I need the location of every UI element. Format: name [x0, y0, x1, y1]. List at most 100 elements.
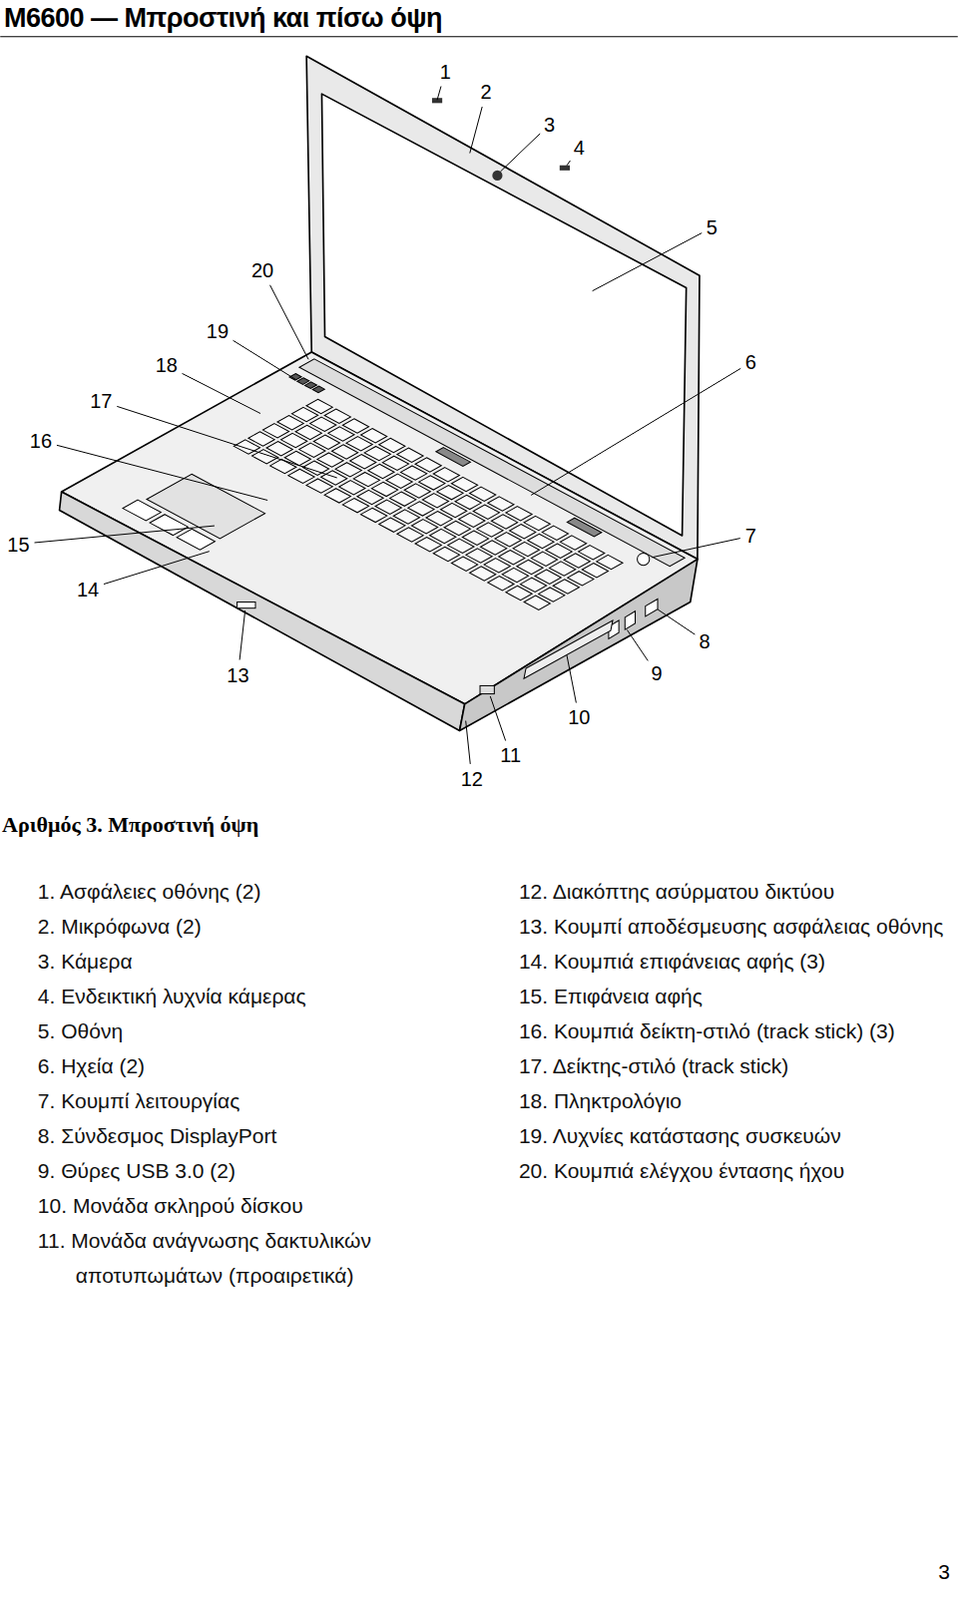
callout-number: 5 [705, 216, 719, 239]
leader-line [103, 551, 210, 585]
legend-list-item: 15. Επιφάνεια αφής [518, 978, 949, 1014]
callout-number: 17 [88, 390, 113, 413]
legend-list-item: 5. Οθόνη [37, 1013, 468, 1049]
legend-list-item: 12. Διακόπτης ασύρματου δικτύου [518, 874, 949, 910]
base-side [460, 559, 698, 732]
status-light [297, 378, 310, 386]
legend-list-item: 17. Δείκτης-στιλό (track stick) [518, 1048, 949, 1084]
legend-list-item: 1. Ασφάλειες οθόνης (2) [37, 874, 468, 910]
key [505, 585, 532, 600]
leader-line [34, 525, 215, 543]
leader-line [466, 721, 472, 765]
legend-list-item: 19. Λυχνίες κατάστασης συσκευών [518, 1118, 949, 1154]
key [433, 546, 460, 561]
leader-line [499, 133, 540, 172]
callout-number: 3 [542, 113, 556, 136]
leader-line [270, 285, 310, 360]
latch [559, 165, 570, 171]
key [470, 566, 496, 581]
callout-number: 12 [460, 768, 484, 791]
page-title: M6600 — Μπροστινή και πίσω όψη [3, 2, 443, 34]
leader-line [181, 373, 260, 414]
key [451, 556, 478, 571]
legend-list-item: 8. Σύνδεσμος DisplayPort [37, 1118, 468, 1154]
key [342, 497, 369, 512]
touchpad-button [149, 514, 188, 536]
callout-number: 11 [498, 744, 522, 767]
leader-line [626, 629, 648, 661]
leader-line [239, 610, 246, 660]
leader-line [651, 538, 741, 558]
legend-list-item: 10. Μονάδα σκληρού δίσκου [37, 1188, 468, 1224]
legend-list-item: 13. Κουμπί αποδέσμευσης ασφάλειας οθόνης [518, 909, 949, 945]
list-column-left: 1. Ασφάλειες οθόνης (2)2. Μικρόφωνα (2)3… [37, 874, 468, 1294]
legend-list-item: 14. Κουμπιά επιφάνειας αφής (3) [518, 944, 949, 979]
power-button [637, 552, 650, 565]
callout-number: 10 [566, 706, 591, 729]
title-rule [0, 35, 958, 37]
key [361, 507, 388, 522]
figure-caption: Αριθμός 3. Μπροστινή όψη [1, 812, 259, 839]
page-number: 3 [938, 1560, 951, 1585]
usb-port [624, 611, 635, 630]
legend-list-item: 4. Ενδεικτική λυχνία κάμερας [37, 978, 468, 1014]
leader-line [566, 655, 576, 704]
base-front [59, 491, 466, 731]
fingerprint-reader [479, 685, 494, 694]
key [523, 595, 550, 610]
callout-number: 14 [75, 578, 100, 601]
callout-number: 1 [439, 60, 453, 83]
callout-number: 7 [744, 524, 758, 547]
legend-list-item: 2. Μικρόφωνα (2) [37, 909, 468, 945]
status-light [312, 386, 325, 394]
legend-list-item: 6. Ηχεία (2) [37, 1048, 468, 1084]
key [270, 459, 297, 474]
callout-number: 18 [154, 354, 179, 377]
leader-line [566, 160, 570, 166]
leader-line [437, 85, 442, 100]
leader-line [56, 445, 268, 500]
legend-list-item: 18. Πληκτρολόγιο [518, 1083, 949, 1119]
leader-line [657, 609, 695, 635]
callout-number: 13 [225, 664, 250, 687]
list-column-right: 12. Διακόπτης ασύρματου δικτύου13. Κουμπ… [518, 874, 949, 1189]
callout-number: 2 [479, 80, 493, 103]
legend-list-item: 20. Κουμπιά ελέγχου έντασης ήχου [518, 1153, 949, 1189]
hdd-bay [523, 620, 613, 679]
legend-list-item: 7. Κουμπί λειτουργίας [37, 1083, 468, 1119]
displayport [645, 598, 658, 616]
leader-line [530, 368, 741, 495]
leader-line [233, 340, 297, 380]
status-light [304, 382, 317, 390]
callout-number: 4 [572, 136, 586, 159]
touchpad-button [176, 528, 215, 550]
release-button [237, 602, 256, 609]
key [397, 527, 424, 542]
key [415, 537, 442, 552]
legend-list-item: 3. Κάμερα [37, 944, 468, 979]
callout-number: 6 [744, 351, 758, 374]
speaker [566, 517, 602, 537]
callout-number: 8 [698, 630, 712, 653]
callout-number: 20 [250, 259, 275, 282]
callout-number: 19 [205, 320, 230, 343]
speaker [436, 448, 472, 468]
legend-list-item: 11. Μονάδα ανάγνωσης δακτυλικών αποτυπωμ… [37, 1223, 468, 1294]
leader-line [116, 406, 337, 479]
key [487, 576, 514, 591]
callout-number: 16 [28, 430, 53, 453]
hinge-strip [299, 359, 685, 567]
touchpad-button [122, 499, 161, 521]
key [324, 488, 351, 503]
leader-line [489, 696, 505, 742]
legend-list-item: 16. Κουμπιά δείκτη-στιλό (track stick) (… [518, 1013, 949, 1049]
leader-line [592, 233, 703, 292]
key [379, 517, 406, 532]
leader-line [470, 106, 482, 154]
callout-number: 15 [5, 533, 30, 556]
legend-list-item: 9. Θύρες USB 3.0 (2) [37, 1153, 468, 1189]
key [288, 469, 315, 483]
camera [491, 170, 502, 181]
